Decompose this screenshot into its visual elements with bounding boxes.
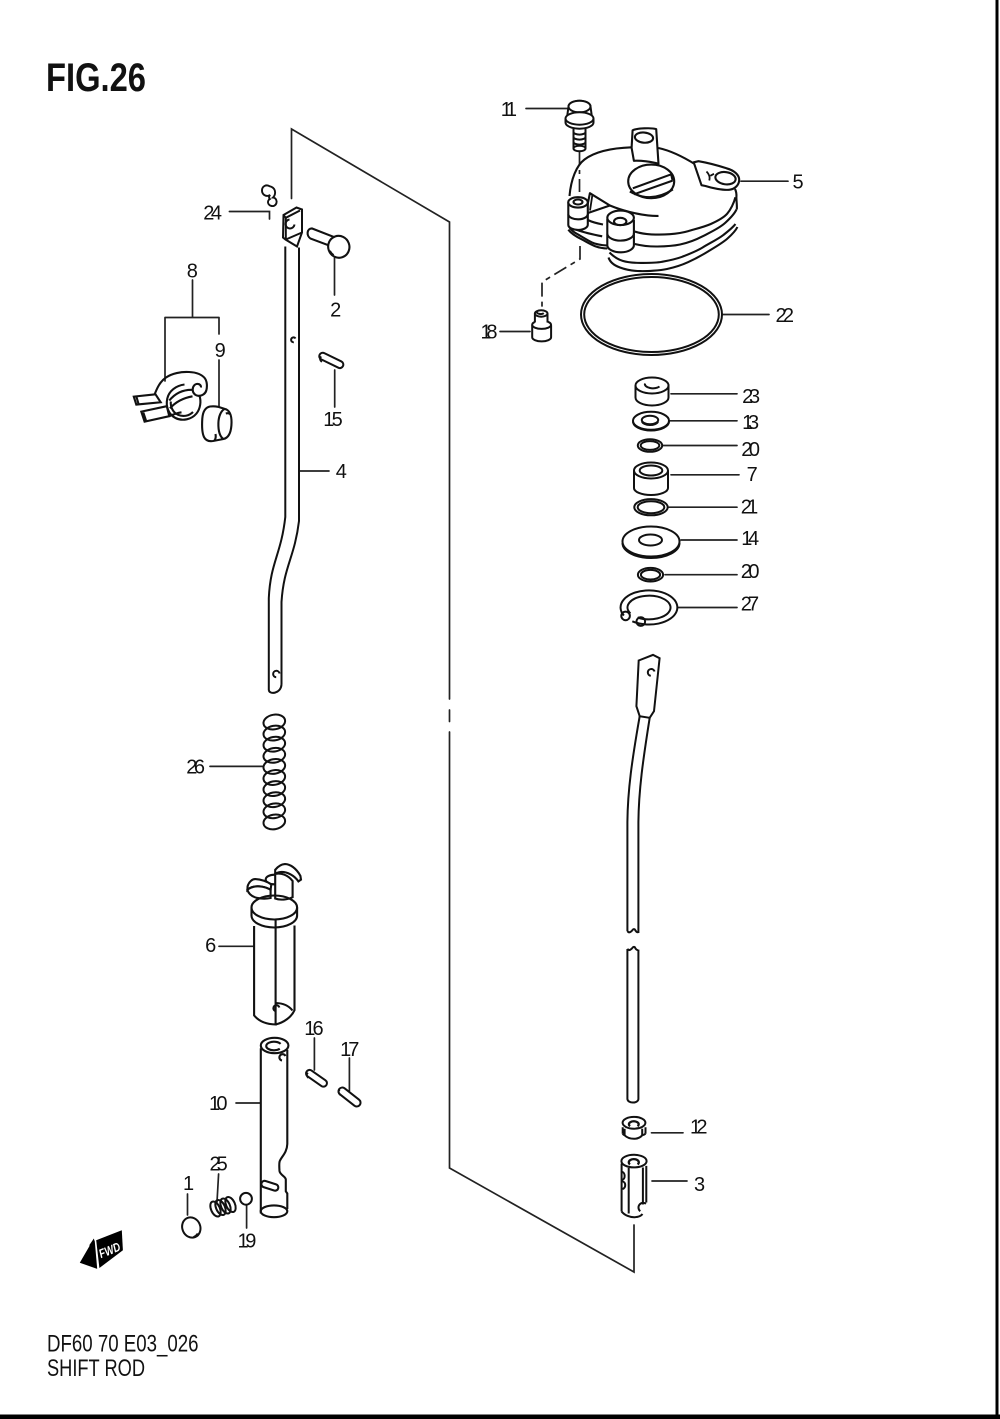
svg-text:6: 6 — [205, 935, 216, 957]
svg-text:15: 15 — [323, 409, 343, 431]
svg-text:23: 23 — [742, 386, 760, 408]
svg-text:20: 20 — [741, 561, 760, 583]
svg-text:7: 7 — [747, 464, 758, 486]
svg-text:4: 4 — [336, 461, 347, 483]
svg-text:27: 27 — [741, 593, 759, 615]
svg-text:25: 25 — [210, 1154, 228, 1176]
svg-text:19: 19 — [238, 1231, 257, 1253]
svg-text:3: 3 — [694, 1174, 705, 1196]
svg-text:24: 24 — [203, 203, 222, 225]
svg-text:9: 9 — [215, 340, 226, 362]
svg-text:11: 11 — [501, 99, 517, 121]
svg-text:SHIFT ROD: SHIFT ROD — [47, 1355, 145, 1382]
svg-text:1: 1 — [183, 1173, 194, 1195]
svg-text:8: 8 — [187, 261, 198, 283]
svg-text:13: 13 — [742, 412, 759, 434]
svg-text:16: 16 — [304, 1018, 323, 1040]
svg-text:12: 12 — [690, 1117, 708, 1139]
svg-text:21: 21 — [741, 496, 758, 518]
svg-text:26: 26 — [186, 757, 205, 779]
svg-text:22: 22 — [776, 305, 795, 327]
svg-text:17: 17 — [340, 1039, 359, 1061]
svg-text:10: 10 — [209, 1093, 228, 1115]
svg-text:FIG.26: FIG.26 — [46, 56, 146, 100]
svg-text:18: 18 — [481, 322, 498, 344]
svg-text:14: 14 — [741, 528, 759, 550]
svg-text:2: 2 — [330, 300, 341, 322]
svg-text:20: 20 — [741, 439, 760, 461]
svg-text:5: 5 — [793, 172, 804, 194]
svg-text:DF60 70 E03_026: DF60 70 E03_026 — [47, 1331, 199, 1358]
